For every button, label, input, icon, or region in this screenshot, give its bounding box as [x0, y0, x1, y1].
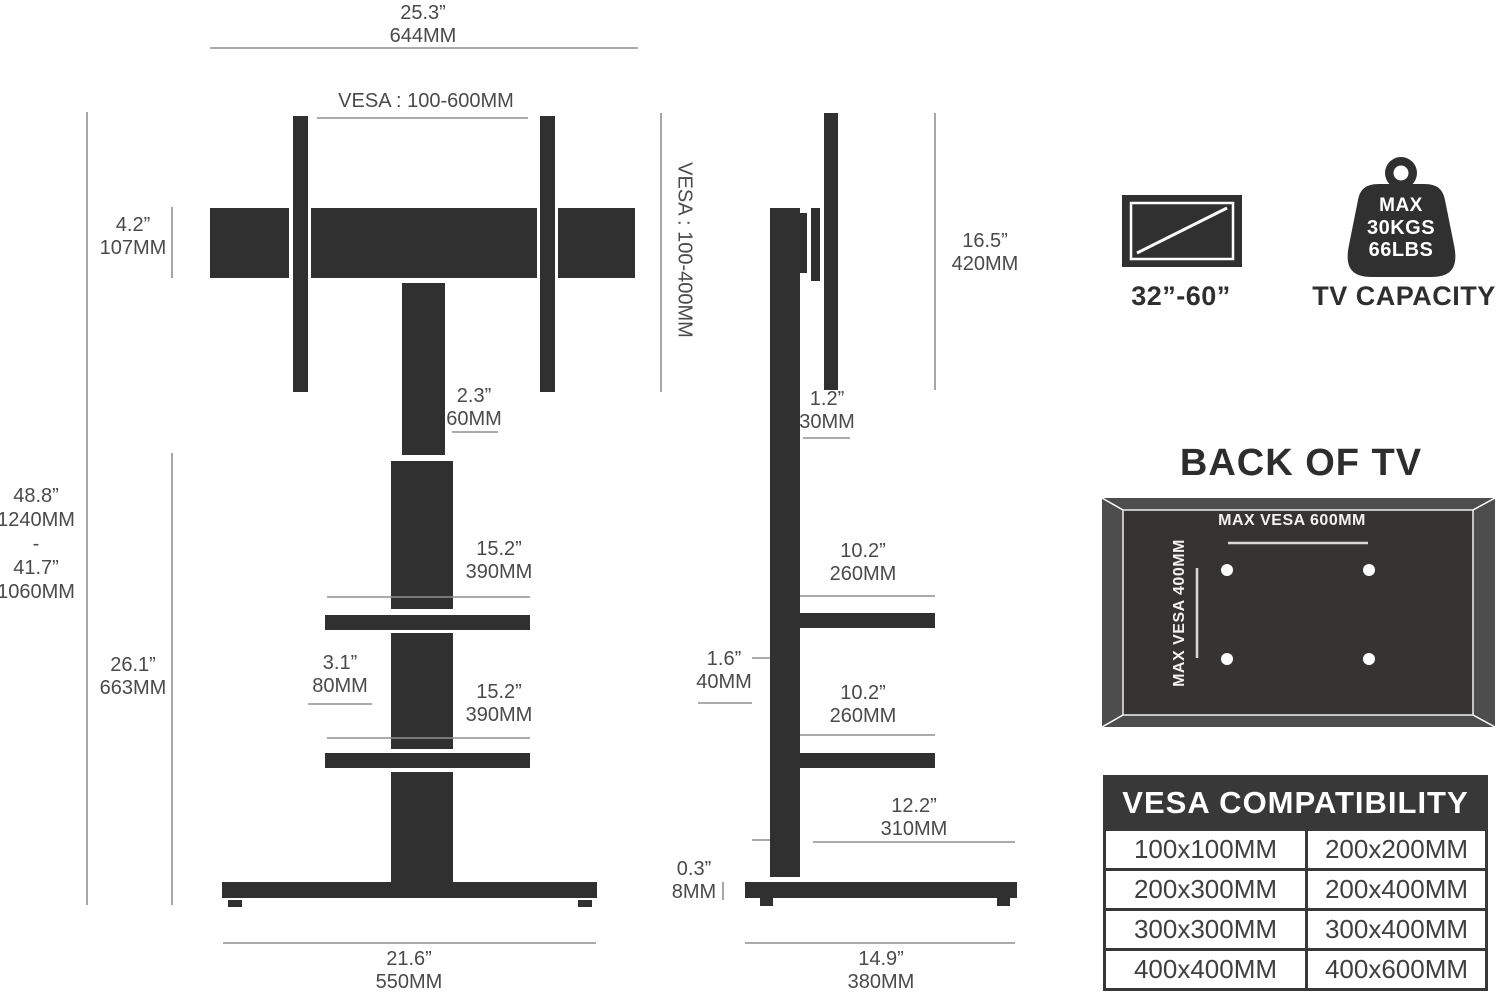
vesa-table-title: VESA COMPATIBILITY	[1106, 778, 1485, 828]
dim-base-width: 21.6” 550MM	[375, 948, 443, 993]
front-shelf-upper	[325, 615, 530, 630]
side-view-shapes	[745, 113, 1017, 906]
dim-side-vesa-range: VESA : 100-400MM	[673, 162, 696, 338]
vesa-table-cell: 200x300MM	[1106, 868, 1305, 908]
dim-front-top-width: 25.3” 644MM	[389, 2, 457, 47]
dimension-lines	[86, 47, 1015, 944]
dim-bracket-height: 4.2” 107MM	[99, 214, 167, 259]
dim-shelf-depth-lower: 10.2” 260MM	[829, 682, 897, 727]
vesa-table-cell: 100x100MM	[1106, 828, 1305, 868]
front-view-shapes	[210, 116, 635, 907]
tv-capacity-values: MAX 30KGS 66LBS	[1366, 195, 1436, 261]
back-of-tv-title: BACK OF TV	[1179, 442, 1423, 484]
dim-height-range: 48.8” 1240MM - 41.7” 1060MM	[0, 485, 75, 603]
dim-lower-height: 26.1” 663MM	[99, 654, 167, 699]
side-shelf-lower	[800, 753, 935, 768]
vesa-table-cell: 200x400MM	[1304, 868, 1485, 908]
vesa-table-cell: 200x200MM	[1304, 828, 1485, 868]
front-shelf-lower	[325, 753, 530, 768]
side-foot-right	[997, 898, 1010, 906]
dim-front-vesa-range: VESA : 100-600MM	[338, 90, 514, 112]
weight-icon	[1347, 157, 1456, 277]
vesa-table-body: 100x100MM 200x200MM 200x300MM 200x400MM …	[1106, 828, 1485, 988]
front-crossbar-center	[311, 208, 537, 278]
front-base	[222, 882, 597, 898]
front-column-upper	[391, 461, 453, 609]
dim-base-depth-inner: 12.2” 310MM	[880, 795, 948, 840]
front-crossbar-left	[210, 208, 289, 278]
max-vesa-vertical-label: MAX VESA 400MM	[1171, 539, 1188, 687]
vesa-table-cell: 400x600MM	[1304, 948, 1485, 988]
side-bracket-inner	[800, 213, 807, 273]
back-of-tv-panel	[1101, 497, 1496, 728]
dim-bracket-depth: 1.2” 30MM	[799, 388, 855, 433]
dim-column-width: 2.3” 60MM	[446, 385, 502, 430]
front-bracket-right	[540, 116, 555, 392]
tv-size-icon	[1122, 195, 1242, 267]
dim-tv-bracket-height: 16.5” 420MM	[951, 230, 1019, 275]
side-shelf-upper	[800, 613, 935, 628]
vesa-holes	[1221, 564, 1375, 665]
front-column-middle	[391, 633, 453, 749]
side-tv-panel	[824, 113, 838, 390]
vesa-table-cell: 300x300MM	[1106, 908, 1305, 948]
front-bracket-left	[293, 116, 308, 392]
side-base	[745, 882, 1017, 898]
dim-column-depth: 1.6” 40MM	[696, 648, 752, 693]
front-column-narrow	[402, 283, 445, 455]
side-column	[770, 208, 800, 877]
tv-size-label: 32”-60”	[1131, 281, 1231, 311]
side-foot-left	[760, 898, 773, 906]
front-column-lower	[391, 772, 453, 882]
front-crossbar-right	[558, 208, 635, 278]
vesa-table-cell: 300x400MM	[1304, 908, 1485, 948]
side-bracket-outer	[811, 208, 820, 281]
dim-shelf-offset: 3.1” 80MM	[312, 652, 368, 697]
vesa-table-cell: 400x400MM	[1106, 948, 1305, 988]
front-foot-right	[578, 900, 592, 907]
max-vesa-horizontal-label: MAX VESA 600MM	[1218, 512, 1366, 529]
front-foot-left	[228, 900, 242, 907]
dim-base-depth: 14.9” 380MM	[847, 948, 915, 993]
tv-capacity-label: TV CAPACITY	[1312, 281, 1496, 311]
dim-shelf-gap-upper: 15.2” 390MM	[465, 538, 533, 583]
dim-shelf-depth-upper: 10.2” 260MM	[829, 540, 897, 585]
dim-shelf-gap-lower: 15.2” 390MM	[465, 681, 533, 726]
dim-base-thickness: 0.3” 8MM	[671, 858, 717, 903]
vesa-compatibility-table: VESA COMPATIBILITY 100x100MM 200x200MM 2…	[1103, 775, 1488, 991]
